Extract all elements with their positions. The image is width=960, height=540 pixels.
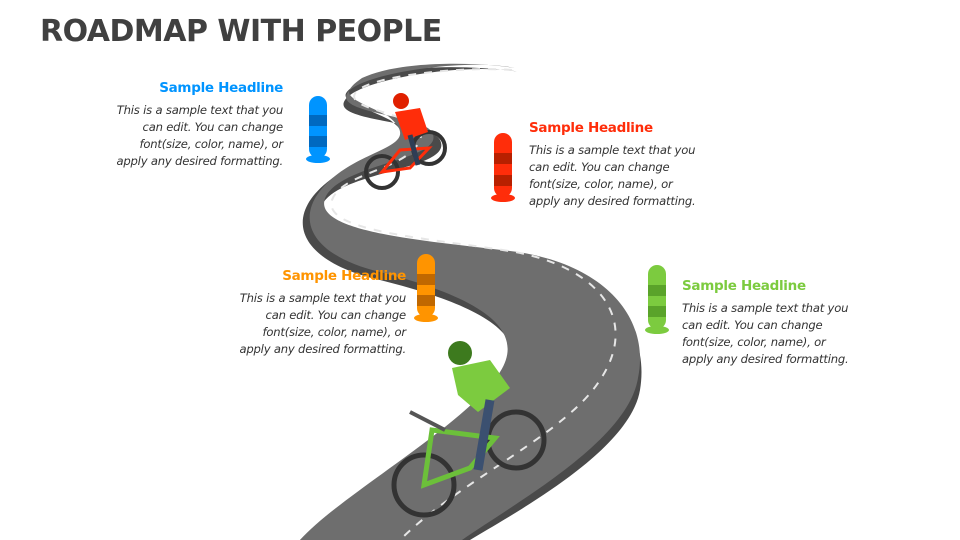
callout-body: This is a sample text that you can edit.…	[239, 291, 406, 356]
callout-body: This is a sample text that you can edit.…	[682, 301, 849, 366]
red-bollard	[491, 133, 515, 202]
slide-title: ROADMAP WITH PEOPLE	[40, 14, 442, 49]
cyclist-red-shirt	[364, 93, 447, 190]
cyclist-green-shirt	[391, 341, 547, 518]
callout-green: Sample Headline This is a sample text th…	[682, 278, 857, 368]
callout-headline: Sample Headline	[282, 268, 406, 284]
callout-headline: Sample Headline	[529, 120, 653, 136]
callout-body: This is a sample text that you can edit.…	[529, 143, 696, 208]
callout-headline: Sample Headline	[159, 80, 283, 96]
callout-headline: Sample Headline	[682, 278, 806, 294]
blue-bollard	[306, 96, 330, 163]
callout-blue: Sample Headline This is a sample text th…	[108, 80, 283, 170]
winding-road	[300, 63, 642, 540]
callout-orange: Sample Headline This is a sample text th…	[231, 268, 406, 358]
callout-body: This is a sample text that you can edit.…	[116, 103, 283, 168]
green-bollard	[645, 265, 669, 334]
callout-red: Sample Headline This is a sample text th…	[529, 120, 704, 210]
orange-bollard	[414, 254, 438, 322]
